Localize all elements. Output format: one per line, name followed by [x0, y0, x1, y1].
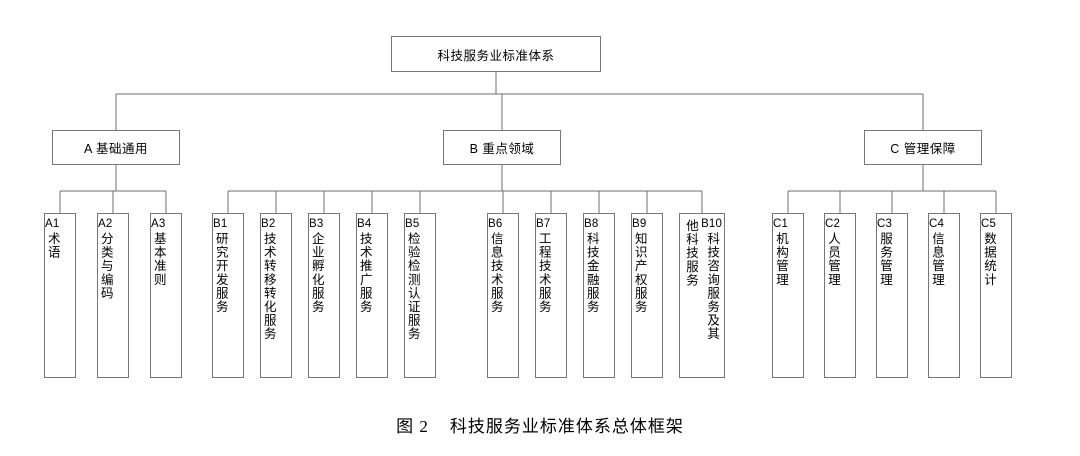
figure-caption: 图 2 科技服务业标准体系总体框架	[396, 417, 684, 436]
leaf-node-code: C4	[929, 218, 945, 230]
leaf-node-label: 服务管理	[878, 231, 893, 287]
branch-node-label: B 重点领域	[469, 142, 535, 156]
leaf-node-label: 数据统计	[982, 231, 997, 287]
leaf-node-code: C5	[981, 218, 997, 230]
leaf-node-code: B4	[357, 218, 372, 230]
leaf-node-code: B5	[405, 218, 420, 230]
leaf-node-label: 研究开发服务	[213, 231, 228, 314]
leaf-node-code: A1	[45, 218, 60, 230]
leaf-node-code: C1	[773, 218, 789, 230]
leaf-node-label: 科技金融服务	[584, 231, 599, 314]
branch-node-label: A 基础通用	[83, 142, 149, 156]
leaf-node-label: 科技咨询服务及其	[705, 231, 720, 341]
leaf-node-code: A3	[151, 218, 166, 230]
leaf-node-code: B3	[309, 218, 324, 230]
branch-node-a[interactable]: A 基础通用	[52, 130, 180, 165]
branch-node-c[interactable]: C 管理保障	[864, 130, 982, 165]
leaf-node-label: 他科技服务	[684, 219, 698, 287]
leaf-node-label: 检验检测认证服务	[405, 231, 420, 341]
leaf-node-label: 信息技术服务	[488, 231, 503, 314]
leaf-node-label: 知识产权服务	[632, 231, 647, 314]
leaf-node-code: C3	[877, 218, 893, 230]
branch-node-label: C 管理保障	[890, 142, 956, 156]
leaf-node-label: 技术转移转化服务	[261, 231, 276, 341]
leaf-node-label: 工程技术服务	[536, 231, 551, 314]
leaf-node-code: B9	[632, 218, 647, 230]
leaf-node-label: 企业孵化服务	[309, 231, 324, 314]
leaf-node-code: B7	[536, 218, 551, 230]
leaf-text-column: B10他科技服务	[680, 219, 701, 287]
leaf-node-code: B2	[261, 218, 276, 230]
leaf-node-b10[interactable]: B10科技咨询服务及其B10他科技服务	[679, 213, 725, 378]
root-node-label: 科技服务业标准体系	[437, 48, 555, 63]
leaf-node-code: B6	[488, 218, 503, 230]
root-node[interactable]: 科技服务业标准体系	[391, 36, 601, 72]
leaf-node-label: 基本准则	[151, 231, 166, 287]
leaf-node-label: 术语	[45, 231, 60, 260]
leaf-node-code: C2	[825, 218, 841, 230]
leaf-node-code: B10	[701, 218, 723, 230]
leaf-node-code: A2	[98, 218, 113, 230]
leaf-node-label: 分类与编码	[98, 231, 113, 300]
leaf-node-label: 机构管理	[774, 231, 789, 287]
leaf-node-code: B8	[584, 218, 599, 230]
leaf-node-label: 信息管理	[930, 231, 945, 287]
leaf-node-label: 人员管理	[826, 231, 841, 287]
branch-node-b[interactable]: B 重点领域	[443, 130, 561, 165]
leaf-node-code: B1	[213, 218, 228, 230]
leaf-node-label: 技术推广服务	[357, 231, 372, 314]
